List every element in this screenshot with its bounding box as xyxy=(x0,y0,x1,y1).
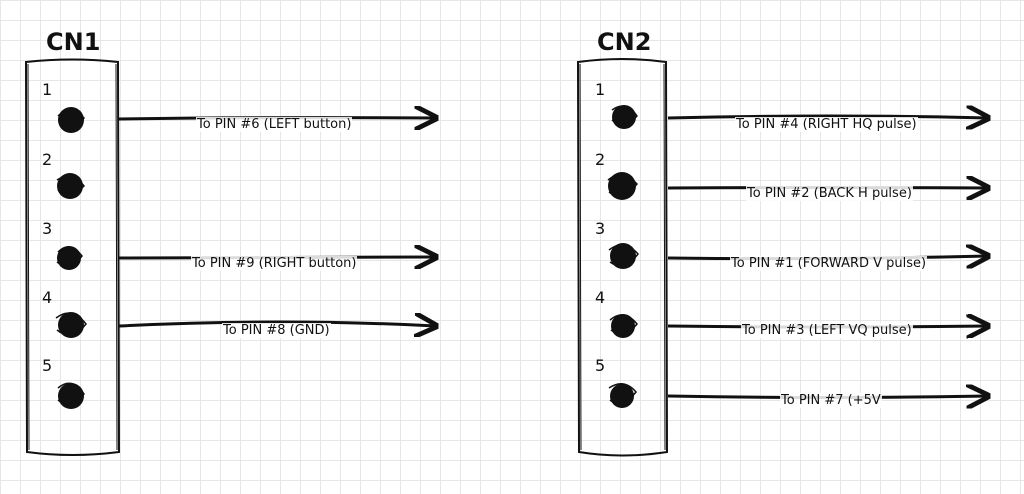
cn2-pin-5-connection-label: To PIN #7 (+5V xyxy=(780,393,882,408)
cn2-pin-1 xyxy=(611,105,638,129)
cn1-pin-2 xyxy=(56,173,85,199)
cn1-pin-1 xyxy=(57,107,85,133)
cn1-title: CN1 xyxy=(46,28,101,56)
cn2-pin-1-number: 1 xyxy=(595,80,606,99)
cn2-pin-4 xyxy=(609,314,638,338)
cn2-pin-3 xyxy=(608,243,639,269)
cn2-pin-3-number: 3 xyxy=(595,219,606,238)
cn2-pin-2-number: 2 xyxy=(595,150,606,169)
cn1-pin-3 xyxy=(56,246,83,270)
cn2-pin-3-connection-label: To PIN #1 (FORWARD V pulse) xyxy=(730,256,928,271)
cn1-pin-4-connection-label: To PIN #8 (GND) xyxy=(222,323,331,338)
cn2-pin-5-number: 5 xyxy=(595,356,606,375)
cn1-pin-2-number: 2 xyxy=(42,150,53,169)
cn2-pin-4-number: 4 xyxy=(595,288,606,307)
cn1-wire-4 xyxy=(118,322,436,326)
cn2-pin-4-connection-label: To PIN #3 (LEFT VQ pulse) xyxy=(741,323,913,338)
cn2-wire-1 xyxy=(667,116,988,118)
cn1-connector-body xyxy=(24,58,121,456)
cn2-pin-1-connection-label: To PIN #4 (RIGHT HQ pulse) xyxy=(735,117,918,132)
cn2-pin-2 xyxy=(607,172,639,200)
cn2-pin-2-connection-label: To PIN #2 (BACK H pulse) xyxy=(746,186,913,201)
cn1-pin-1-number: 1 xyxy=(42,80,53,99)
cn1-pin-4 xyxy=(55,312,87,338)
cn1-pin-4-number: 4 xyxy=(42,288,53,307)
cn1-pin-3-connection-label: To PIN #9 (RIGHT button) xyxy=(191,256,358,271)
cn1-pin-1-connection-label: To PIN #6 (LEFT button) xyxy=(196,117,353,132)
cn1-pin-5-number: 5 xyxy=(42,356,53,375)
cn1-pin-3-number: 3 xyxy=(42,219,53,238)
cn1-pin-5 xyxy=(57,382,85,409)
cn2-connector-body xyxy=(576,58,669,457)
cn2-pin-5 xyxy=(608,383,637,408)
cn2-title: CN2 xyxy=(597,28,652,56)
